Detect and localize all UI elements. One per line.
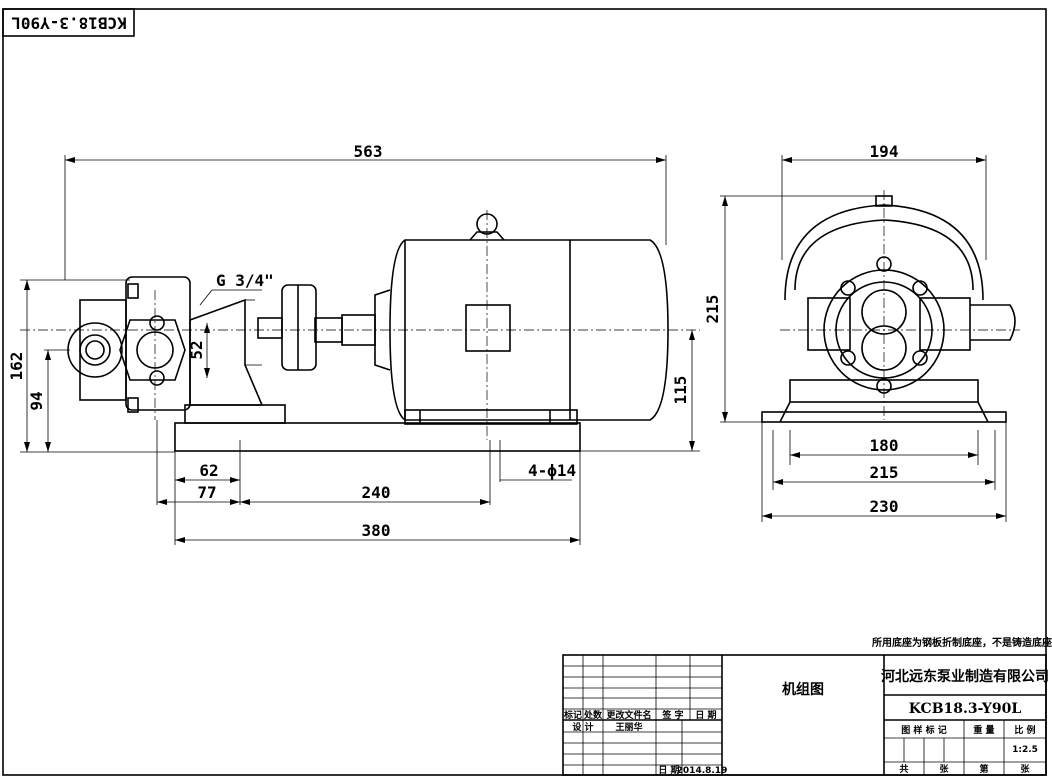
dim-194: 194: [870, 142, 899, 161]
dim-holes: 4-ϕ14: [528, 461, 576, 480]
tb-label-total: 共: [899, 763, 908, 775]
dim-240: 240: [362, 483, 391, 502]
tb-label-scale: 比 例: [1014, 724, 1035, 736]
code-box: [2, 8, 135, 37]
dim-62: 62: [199, 461, 218, 480]
dim-180: 180: [870, 436, 899, 455]
drawing-code: KCB18.3-Y90L: [909, 701, 1022, 717]
tb-label-design: 设 计: [572, 721, 593, 733]
tb-label-file: 更改文件名: [606, 709, 651, 721]
tb-date: 2014.8.19: [677, 766, 728, 776]
tb-scale: 1:2.5: [1012, 745, 1038, 755]
drawing-border: [2, 8, 1047, 776]
dim-215-vert: 215: [703, 295, 722, 324]
tb-label-weight: 重 量: [973, 724, 994, 736]
tb-label-count: 处数: [583, 709, 603, 721]
dim-380: 380: [362, 521, 391, 540]
dim-77: 77: [197, 483, 216, 502]
tb-label-sheet2: 张: [1020, 763, 1030, 775]
dim-52: 52: [187, 340, 206, 359]
dim-230: 230: [870, 497, 899, 516]
tb-label-sheet1: 张: [939, 763, 949, 775]
drawing-name: 机组图: [782, 681, 824, 698]
dim-94: 94: [27, 391, 46, 410]
tb-label-page: 第: [979, 763, 988, 775]
tb-label-date: 日 期: [695, 709, 716, 721]
end-view: 194 215: [703, 142, 1020, 522]
company-name: 河北远东泵业制造有限公司: [881, 668, 1049, 685]
title-block: 标记 处数 更改文件名 签 字 日 期 设 计 王丽华 日 期 2014.8.1…: [562, 654, 1049, 776]
tb-label-mark: 标记: [563, 709, 582, 721]
dim-215-horiz: 215: [870, 463, 899, 482]
tb-designer: 王丽华: [615, 721, 642, 733]
dim-563: 563: [354, 142, 383, 161]
port-label: G 3/4": [216, 271, 274, 290]
base-note: 所用底座为钢板折制底座，不是铸造底座: [872, 636, 1052, 649]
dim-115: 115: [671, 376, 690, 405]
dim-162: 162: [7, 352, 26, 381]
code-flipped: KCB18.3-Y90L: [11, 14, 127, 33]
side-view: 563: [7, 142, 700, 545]
tb-label-date2: 日 期: [658, 764, 679, 776]
tb-label-stage: 图 样 标 记: [901, 724, 946, 736]
tb-label-sign: 签 字: [661, 709, 683, 721]
